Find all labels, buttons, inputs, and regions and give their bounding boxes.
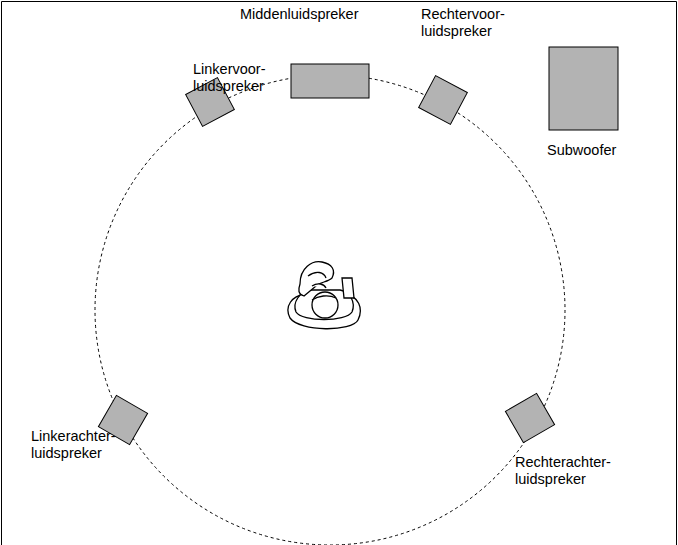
speaker-name: Rechtervoor- luidspreker xyxy=(421,6,505,40)
listener-figure xyxy=(288,262,360,329)
speaker-name: Middenluidspreker xyxy=(240,6,358,23)
speaker-name: Rechterachter- luidspreker xyxy=(515,454,611,488)
speaker-name: Subwoofer xyxy=(547,142,616,159)
subwoofer-box xyxy=(549,47,618,130)
listening-circle xyxy=(95,75,565,545)
speaker-label: Middenluidspreker xyxy=(240,6,358,23)
speaker-label: Linkervoor- luidspreker xyxy=(193,61,266,95)
speaker-name: Linkerachter- luidspreker xyxy=(31,428,116,462)
speaker-label: Rechterachter- luidspreker xyxy=(515,454,611,488)
rear-right-speaker xyxy=(505,393,554,442)
center-speaker xyxy=(291,64,369,98)
speaker-label: Linkerachter- luidspreker xyxy=(31,428,116,462)
speaker-name: Linkervoor- luidspreker xyxy=(193,61,266,95)
speaker-label: Subwoofer xyxy=(547,142,616,159)
speaker-label: Rechtervoor- luidspreker xyxy=(421,6,505,40)
front-right-speaker xyxy=(419,76,468,125)
